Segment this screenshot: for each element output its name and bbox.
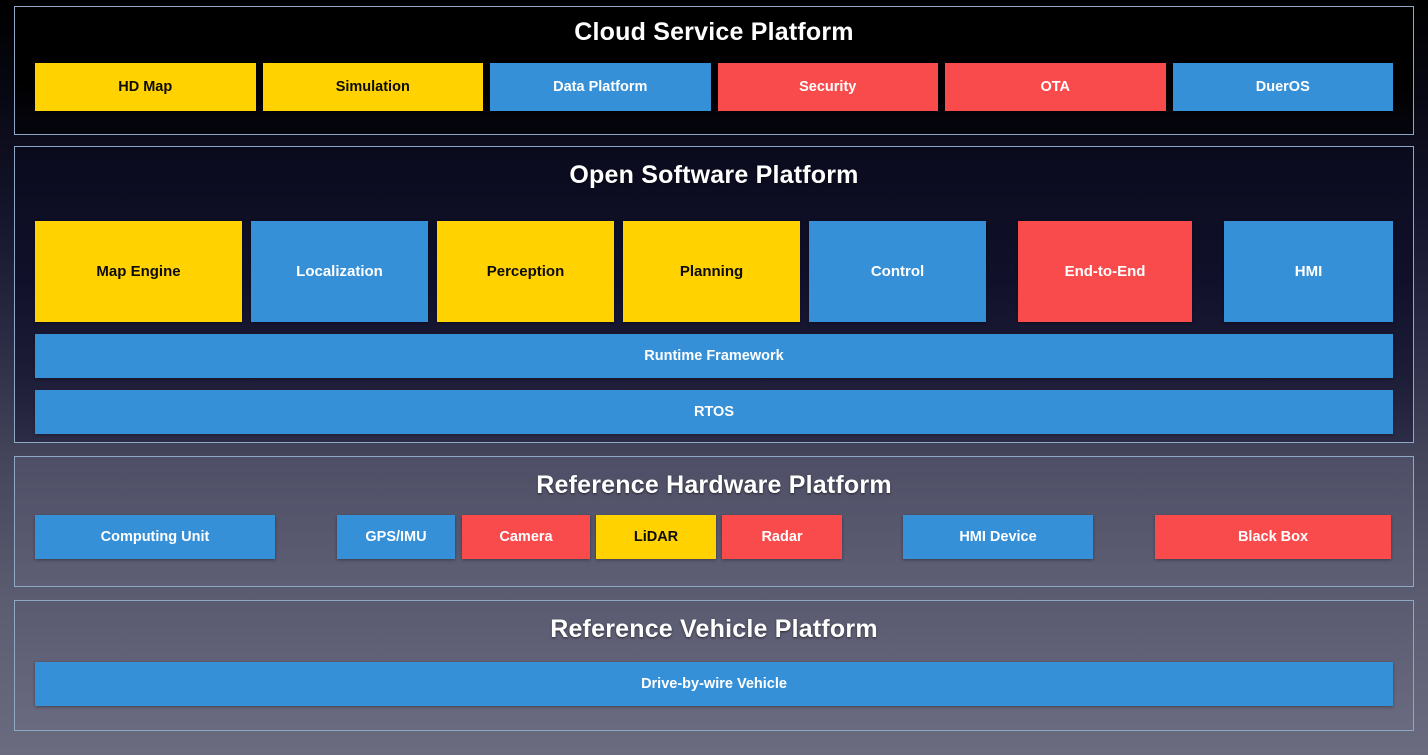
software-node-localization[interactable]: Localization [251, 221, 428, 322]
hardware-node-black-box[interactable]: Black Box [1155, 515, 1391, 559]
cloud-node-simulation[interactable]: Simulation [262, 63, 483, 111]
software-bar-runtime-framework[interactable]: Runtime Framework [35, 334, 1393, 378]
reference-hardware-platform-title: Reference Hardware Platform [536, 471, 892, 499]
software-bar-rtos[interactable]: RTOS [35, 390, 1393, 434]
spacer [428, 221, 437, 322]
reference-hardware-node-row: Computing Unit GPS/IMU Camera LiDAR Rada… [35, 515, 1393, 559]
vehicle-bar-drive-by-wire[interactable]: Drive-by-wire Vehicle [35, 662, 1393, 706]
hardware-node-camera[interactable]: Camera [462, 515, 590, 559]
spacer [800, 221, 809, 322]
hardware-node-computing-unit[interactable]: Computing Unit [35, 515, 275, 559]
cloud-node-security[interactable]: Security [717, 63, 938, 111]
open-software-platform-panel: Open Software Platform Map Engine Locali… [14, 146, 1414, 443]
hardware-node-lidar[interactable]: LiDAR [596, 515, 716, 559]
cloud-node-hd-map[interactable]: HD Map [35, 63, 256, 111]
software-node-control[interactable]: Control [809, 221, 986, 322]
cloud-node-data-platform[interactable]: Data Platform [490, 63, 711, 111]
spacer [242, 221, 251, 322]
reference-vehicle-platform-panel: Reference Vehicle Platform Drive-by-wire… [14, 600, 1414, 731]
hardware-node-gps-imu[interactable]: GPS/IMU [337, 515, 455, 559]
hardware-node-radar[interactable]: Radar [722, 515, 842, 559]
spacer [1192, 221, 1224, 322]
open-software-platform-title: Open Software Platform [569, 161, 859, 189]
software-node-end-to-end[interactable]: End-to-End [1018, 221, 1192, 322]
spacer [986, 221, 1018, 322]
software-node-map-engine[interactable]: Map Engine [35, 221, 242, 322]
cloud-service-node-row: HD Map Simulation Data Platform Security… [35, 63, 1393, 111]
hardware-node-hmi-device[interactable]: HMI Device [903, 515, 1093, 559]
open-software-node-row: Map Engine Localization Perception Plann… [35, 221, 1393, 322]
software-node-hmi[interactable]: HMI [1224, 221, 1393, 322]
cloud-node-dueros[interactable]: DuerOS [1172, 63, 1393, 111]
software-node-planning[interactable]: Planning [623, 221, 800, 322]
cloud-node-ota[interactable]: OTA [945, 63, 1166, 111]
reference-vehicle-platform-title: Reference Vehicle Platform [550, 615, 878, 643]
spacer [614, 221, 623, 322]
cloud-service-platform-title: Cloud Service Platform [574, 18, 854, 46]
software-node-perception[interactable]: Perception [437, 221, 614, 322]
reference-hardware-platform-panel: Reference Hardware Platform Computing Un… [14, 456, 1414, 587]
cloud-service-platform-panel: Cloud Service Platform HD Map Simulation… [14, 6, 1414, 135]
